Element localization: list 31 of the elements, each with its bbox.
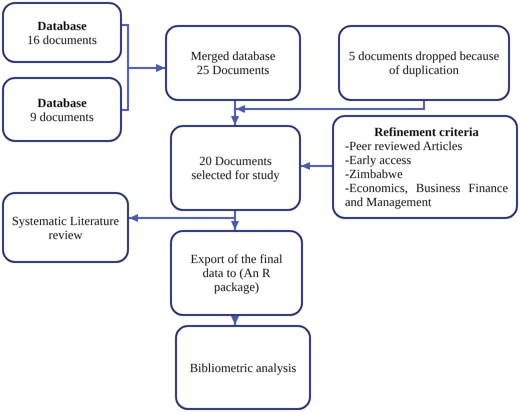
process-box <box>170 125 301 211</box>
arrow <box>231 101 239 125</box>
box-text: Merged database <box>190 49 276 63</box>
process-box <box>2 77 122 142</box>
arrow <box>231 211 239 230</box>
box-text: 25 Documents <box>196 63 270 77</box>
criteria-item: -Early access <box>345 153 412 167</box>
criteria-item: -Economics, Business Finance and Management <box>345 181 508 209</box>
box-heading: Database <box>37 96 87 110</box>
process-box <box>175 325 311 410</box>
process-box <box>2 192 129 263</box>
box-text: Export of the final data to (An R package) <box>190 252 284 294</box>
process-box <box>165 25 301 101</box>
box-text: 16 documents <box>27 32 97 46</box>
box-text: 20 Documents selected for study <box>190 154 281 182</box>
process-box <box>332 115 518 219</box>
criteria-item: -Peer reviewed Articles <box>345 139 464 153</box>
criteria-item: -Zimbabwe <box>345 167 404 181</box>
box-text: Bibliometric analysis <box>190 360 296 374</box>
process-box <box>170 230 303 316</box>
process-box <box>2 2 122 63</box>
box-heading: Database <box>37 18 87 32</box>
arrow <box>301 162 332 170</box>
process-box <box>338 25 510 101</box>
box-text: Systematic Literature review <box>10 214 120 242</box>
arrow <box>231 316 239 325</box>
arrow <box>129 211 236 222</box>
box-text: 9 documents <box>30 110 94 124</box>
box-text: 5 documents dropped because of duplication <box>348 49 500 77</box>
box-heading: Refinement criteria <box>373 125 480 139</box>
arrow <box>122 64 165 111</box>
